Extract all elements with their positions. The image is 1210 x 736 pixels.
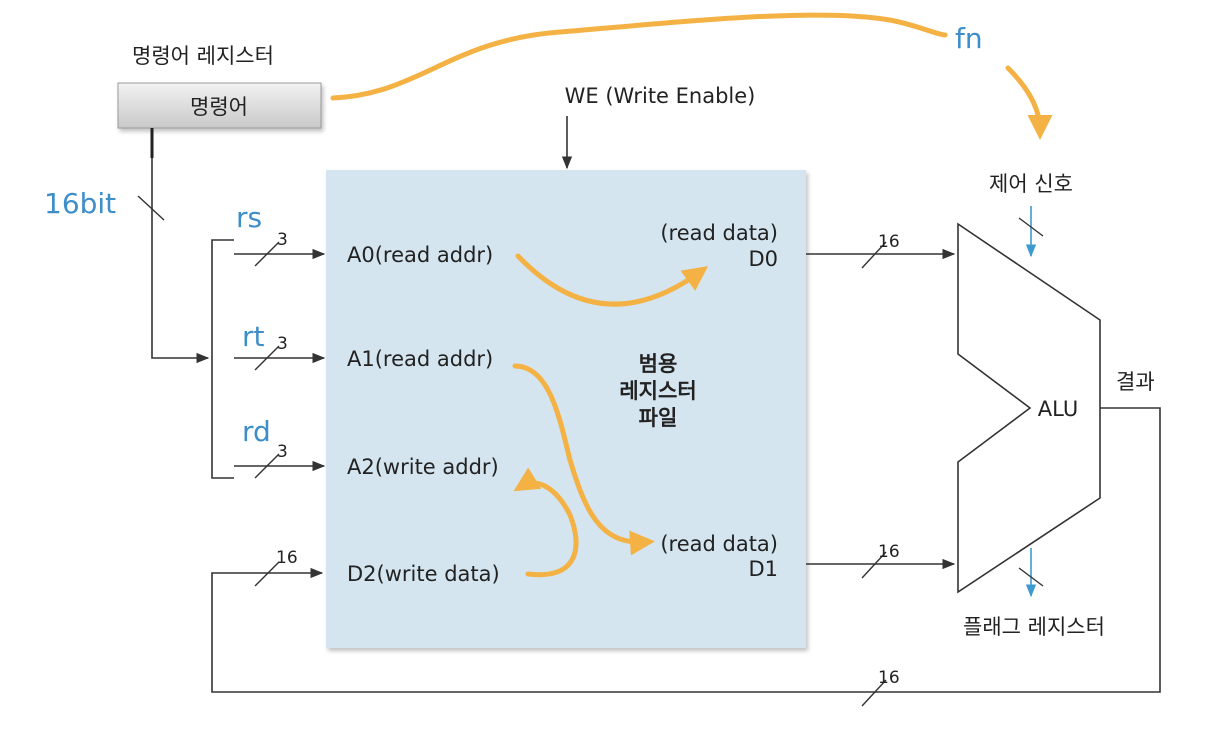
annotation-rt: rt (242, 320, 265, 353)
control-signal-label: 제어 신호 (989, 172, 1073, 196)
feedback-slash (861, 679, 887, 707)
fn-to-control-arrow (1005, 65, 1053, 140)
register-file-title-3: 파일 (639, 406, 678, 430)
port-d0: D0 (748, 247, 778, 271)
feedback-wire (211, 407, 1161, 693)
instr-register-title: 명령어 레지스터 (132, 44, 274, 68)
a1-to-d1-arrow (512, 363, 655, 556)
rd-bits: 3 (277, 442, 288, 462)
rt-slash (254, 345, 280, 371)
rs-slash (254, 241, 280, 267)
d2-in-slash (254, 561, 280, 587)
bus-slash-16bit (137, 195, 165, 221)
annotation-fn: fn (955, 22, 983, 55)
control-signal-slash (1018, 217, 1044, 237)
d0-out-bits: 16 (878, 232, 900, 252)
rt-bits: 3 (277, 334, 288, 354)
we-label: WE (Write Enable) (565, 84, 756, 108)
port-d0-caption: (read data) (660, 221, 778, 245)
d2-in-bits: 16 (276, 548, 298, 568)
annotation-16bit: 16bit (44, 187, 116, 220)
instr-register-box (117, 82, 322, 129)
feedback-bits: 16 (878, 668, 900, 688)
instr-register-label: 명령어 (190, 95, 248, 119)
d1-out-slash (861, 551, 887, 579)
port-d1-caption: (read data) (660, 532, 778, 556)
register-file-title-2: 레지스터 (619, 379, 696, 403)
d2-to-a2-arrow (513, 467, 579, 578)
port-d2: D2(write data) (347, 562, 500, 586)
flags-label: 플래그 레지스터 (963, 615, 1105, 639)
annotation-rd: rd (242, 415, 271, 448)
port-d1: D1 (748, 557, 778, 581)
d1-out-bits: 16 (878, 542, 900, 562)
fn-curve (330, 12, 948, 101)
d0-out-slash (861, 241, 887, 269)
result-label: 결과 (1116, 370, 1155, 394)
annotation-rs: rs (236, 201, 262, 234)
port-a1: A1(read addr) (347, 347, 493, 371)
rd-slash (254, 453, 280, 479)
flags-slash (1018, 567, 1044, 587)
a0-to-d0-arrow (515, 253, 709, 307)
register-file-title-1: 범용 (639, 352, 678, 376)
alu-shape (957, 222, 1101, 594)
field-split-bracket (211, 239, 234, 479)
alu-label: ALU (1038, 397, 1078, 421)
port-a0: A0(read addr) (347, 243, 493, 267)
rs-bits: 3 (277, 230, 288, 250)
instr-bus-wire (151, 158, 210, 364)
port-a2: A2(write addr) (347, 455, 499, 479)
